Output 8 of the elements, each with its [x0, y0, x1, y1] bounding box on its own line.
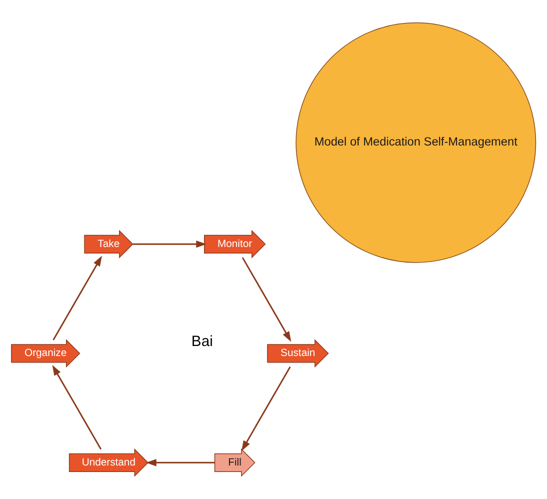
arrow: [242, 257, 292, 342]
label: Bai: [191, 334, 213, 350]
arrow: [52, 256, 102, 340]
arrow: [132, 240, 207, 248]
arrow: [52, 364, 102, 450]
arrow: [241, 366, 291, 452]
node-circle: Model of Medication Self-Management: [296, 22, 536, 263]
arrow: [146, 459, 215, 466]
